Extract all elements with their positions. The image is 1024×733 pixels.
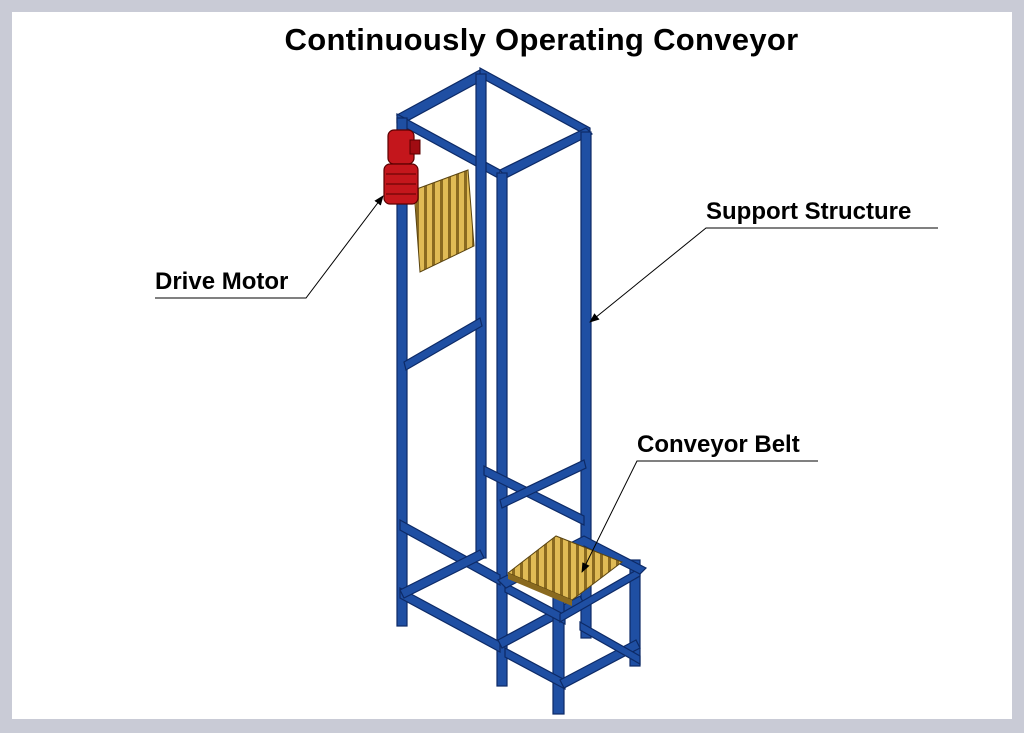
upper-belt-panel bbox=[413, 169, 475, 273]
conveyor-belt bbox=[507, 535, 624, 606]
support-structure-frame bbox=[395, 66, 648, 715]
page-title: Continuously Operating Conveyor bbox=[284, 22, 799, 57]
leader-lines bbox=[155, 195, 938, 573]
conveyor-belt-label: Conveyor Belt bbox=[637, 431, 800, 458]
drawing-sheet bbox=[12, 12, 1012, 719]
support-structure-label: Support Structure bbox=[706, 198, 912, 225]
drive-motor-label: Drive Motor bbox=[155, 268, 289, 295]
drive-motor bbox=[383, 129, 421, 205]
